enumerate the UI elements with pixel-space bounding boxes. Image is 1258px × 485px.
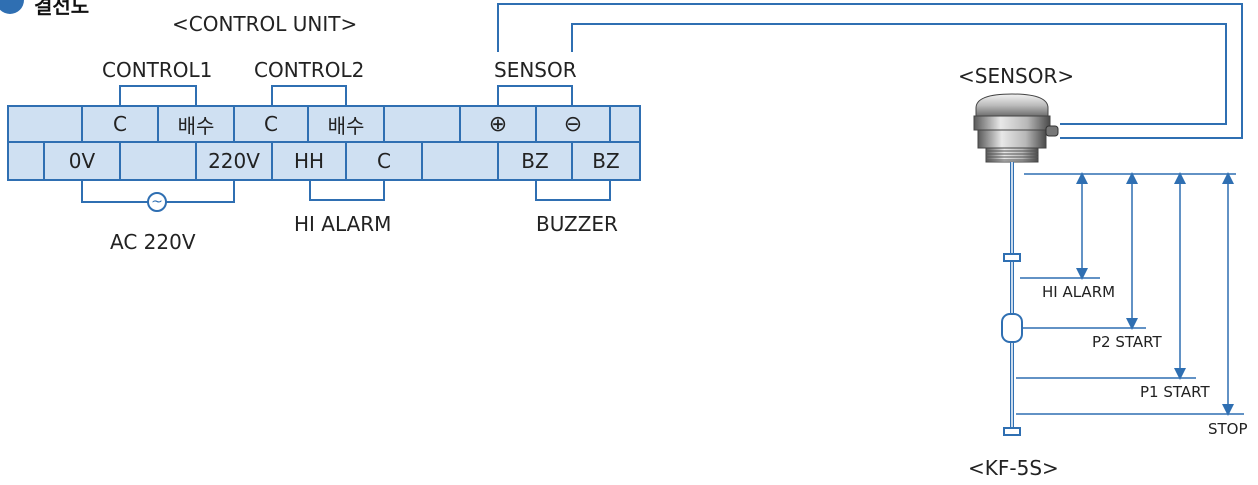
sensor-head-icon (973, 93, 1059, 163)
hi-alarm-group-label: HI ALARM (294, 212, 392, 236)
terminal-bottom-hh: HH (293, 149, 325, 173)
sensor-title: <SENSOR> (958, 64, 1075, 88)
terminal-top-plus: ⊕ (488, 111, 508, 137)
ac-label: AC 220V (110, 230, 196, 254)
terminal-top-6 (384, 106, 460, 142)
level-lines (1016, 173, 1244, 415)
control-unit-title: <CONTROL UNIT> (172, 12, 358, 36)
terminal-bottom-bz2: BZ (592, 149, 620, 173)
terminal-bottom-220v: 220V (208, 149, 260, 173)
level-p2-start: P2 START (1092, 333, 1162, 351)
level-dimension-arrows (1076, 172, 1234, 416)
terminal-top-4: C (264, 112, 278, 136)
terminal-top-2: C (113, 112, 127, 136)
sensor-group-label: SENSOR (494, 58, 577, 82)
terminal-strip (7, 105, 641, 181)
level-hi-alarm: HI ALARM (1042, 283, 1116, 301)
control1-label: CONTROL1 (102, 58, 213, 82)
terminal-top-1 (8, 106, 82, 142)
terminal-top-5: 배수 (327, 113, 365, 138)
terminal-bottom-0v: 0V (68, 149, 96, 173)
terminal-top-3: 배수 (177, 113, 215, 138)
terminal-bottom-3 (120, 142, 196, 180)
ac-symbol: ~ (151, 194, 163, 210)
header-badge-icon (0, 0, 24, 14)
probe-rod (1001, 162, 1023, 436)
control2-label: CONTROL2 (254, 58, 365, 82)
group-brackets (81, 85, 611, 203)
section-title: 결선도 (34, 0, 90, 18)
probe-title: <KF-5S> (968, 456, 1059, 480)
terminal-bottom-1 (8, 142, 44, 180)
terminal-top-9 (610, 106, 640, 142)
level-p1-start: P1 START (1140, 383, 1210, 401)
terminal-top-minus: ⊖ (563, 111, 583, 137)
terminal-bottom-7 (422, 142, 498, 180)
terminal-bottom-c: C (377, 149, 391, 173)
ac-source-icon (147, 192, 167, 212)
sensor-cable (497, 3, 1243, 139)
terminal-bottom-bz1: BZ (521, 149, 549, 173)
level-stop: STOP (1208, 420, 1248, 438)
buzzer-label: BUZZER (536, 212, 618, 236)
